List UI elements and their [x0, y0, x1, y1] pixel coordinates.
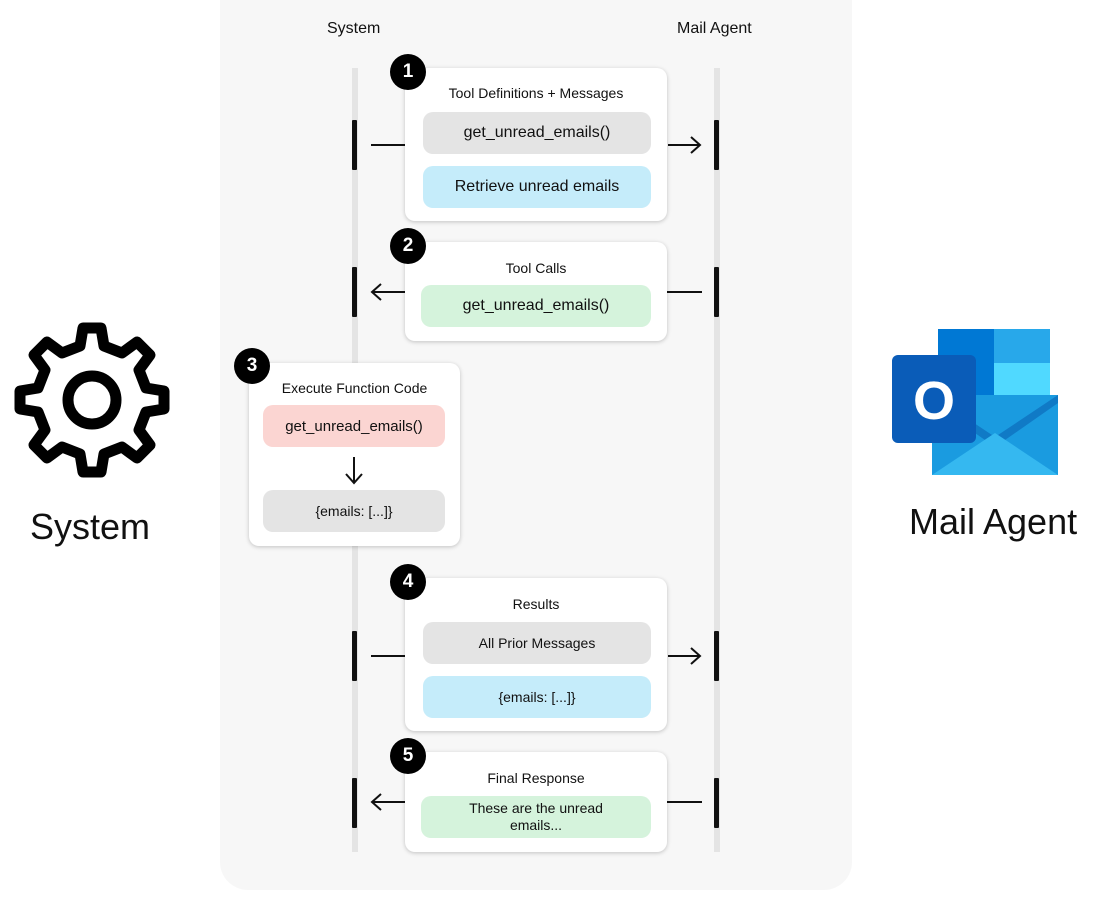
step-3-badge: 3 — [234, 348, 270, 384]
step-2-tool-call-pill: get_unread_emails() — [421, 285, 651, 327]
step-2-title: Tool Calls — [505, 260, 567, 276]
agent-activation-bar — [714, 267, 719, 317]
mail-agent-label: Mail Agent — [909, 501, 1078, 542]
step-4-title: Results — [512, 596, 560, 612]
step-5-card: Final Response These are the unread emai… — [405, 752, 667, 852]
system-activation-bar — [352, 631, 357, 681]
step-5-title: Final Response — [487, 770, 585, 786]
step-4-prior-messages-pill: All Prior Messages — [423, 622, 651, 664]
step-1-title: Tool Definitions + Messages — [448, 85, 624, 101]
step-5-response-pill: These are the unread emails... — [421, 796, 651, 838]
step-2-badge: 2 — [390, 228, 426, 264]
step-1-card: Tool Definitions + Messages get_unread_e… — [405, 68, 667, 221]
connector-line — [371, 144, 407, 146]
outlook-icon: O — [892, 329, 1058, 475]
step-5-badge: 5 — [390, 738, 426, 774]
step-4-badge: 4 — [390, 564, 426, 600]
outlook-logo-letter: O — [913, 371, 955, 431]
connector-line — [371, 655, 407, 657]
arrow-right-icon — [668, 136, 702, 154]
arrow-left-icon — [370, 793, 406, 811]
arrow-down-icon — [345, 457, 363, 485]
connector-line — [666, 291, 702, 293]
agent-activation-bar — [714, 120, 719, 170]
connector-line — [666, 801, 702, 803]
step-4-card: Results All Prior Messages {emails: [...… — [405, 578, 667, 731]
system-activation-bar — [352, 267, 357, 317]
step-3-function-pill: get_unread_emails() — [263, 405, 445, 447]
step-1-message-pill: Retrieve unread emails — [423, 166, 651, 208]
step-3-title: Execute Function Code — [281, 380, 428, 396]
step-4-results-pill: {emails: [...]} — [423, 676, 651, 718]
system-label: System — [30, 506, 151, 547]
arrow-right-icon — [668, 647, 702, 665]
gear-icon — [14, 322, 170, 478]
arrow-left-icon — [370, 283, 406, 301]
system-activation-bar — [352, 120, 357, 170]
step-3-result-pill: {emails: [...]} — [263, 490, 445, 532]
step-1-tool-pill: get_unread_emails() — [423, 112, 651, 154]
agent-activation-bar — [714, 778, 719, 828]
mail-agent-column-header: Mail Agent — [677, 20, 752, 37]
step-3-card: Execute Function Code get_unread_emails(… — [249, 363, 460, 546]
agent-activation-bar — [714, 631, 719, 681]
step-2-card: Tool Calls get_unread_emails() — [405, 242, 667, 341]
mail-agent-lifeline — [714, 68, 720, 852]
system-activation-bar — [352, 778, 357, 828]
step-1-badge: 1 — [390, 54, 426, 90]
system-column-header: System — [327, 20, 381, 37]
